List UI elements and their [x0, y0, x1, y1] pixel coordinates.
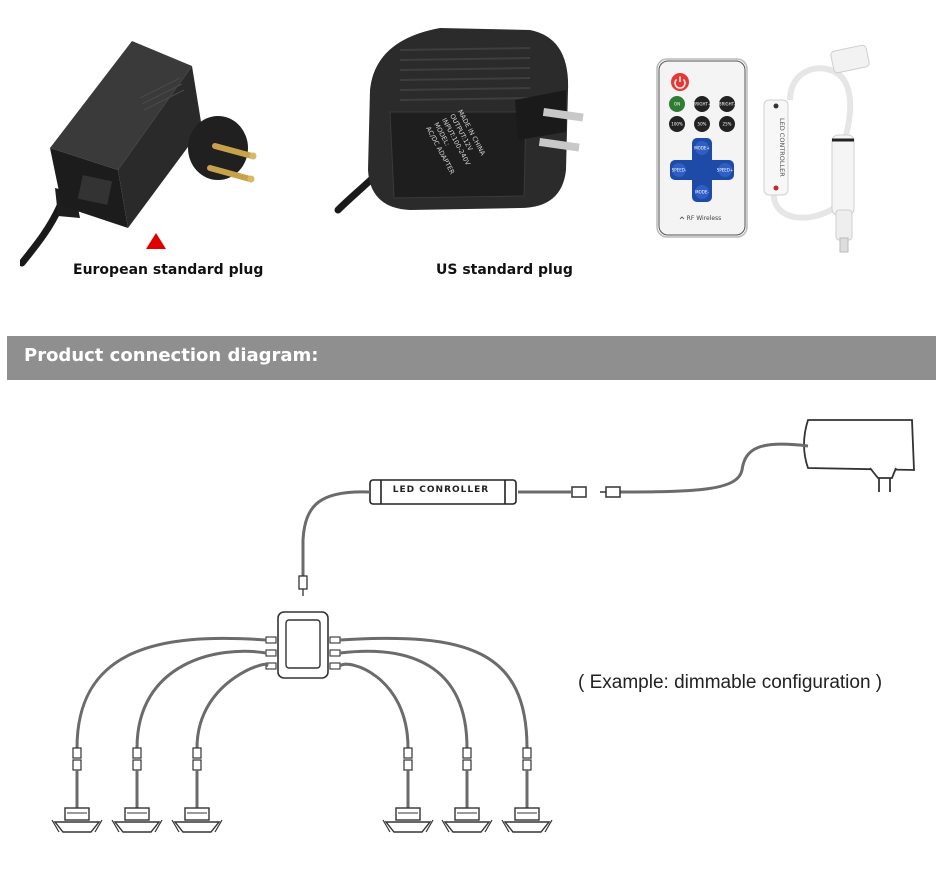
downlight-fixture — [441, 747, 493, 833]
branch-cable — [338, 662, 410, 749]
connection-diagram — [51, 419, 915, 833]
svg-text:BRIGHT+: BRIGHT+ — [693, 102, 712, 107]
hub-port-left — [265, 649, 277, 657]
mini-controller-label: LED CONTROLLER — [778, 118, 786, 177]
dc-connector-female — [571, 486, 587, 498]
hub-port-left — [265, 636, 277, 644]
svg-text:50%: 50% — [698, 122, 707, 127]
svg-text:100%: 100% — [671, 122, 683, 127]
eu-plug-adapter-image — [20, 41, 257, 267]
branch-cable — [339, 649, 469, 749]
downlight-fixture — [51, 747, 103, 833]
svg-text:SPEED+: SPEED+ — [717, 168, 733, 173]
branch-cable — [195, 662, 269, 749]
remote-key-50[interactable]: 50% — [694, 116, 710, 132]
power-button[interactable] — [671, 73, 689, 91]
remote-key-mode-down[interactable]: MODE- — [695, 185, 709, 199]
remote-key-on[interactable]: ON — [669, 96, 685, 112]
remote-key-mode-up[interactable]: MODE+ — [694, 141, 710, 155]
hub-port-right — [329, 662, 341, 670]
remote-key-speed-down[interactable]: SPEED- — [672, 163, 687, 177]
branch-cable — [339, 636, 529, 749]
downlight-fixture — [382, 747, 434, 833]
downlight-fixture — [171, 747, 223, 833]
warning-triangle-icon — [146, 233, 166, 249]
eu-plug-caption: European standard plug — [73, 262, 264, 278]
example-note: ( Example: dimmable configuration ) — [578, 672, 883, 693]
downlight-fixture — [501, 747, 553, 833]
remote-key-25[interactable]: 25% — [719, 116, 735, 132]
remote-key-speed-up[interactable]: SPEED+ — [717, 163, 733, 177]
wifi-icon — [679, 216, 685, 220]
svg-text:MODE-: MODE- — [695, 190, 709, 195]
power-adapter — [803, 419, 915, 492]
section-title: Product connection diagram: — [24, 345, 319, 366]
adapter-cable — [619, 442, 809, 494]
us-plug-adapter-image: AC/DC ADAPTER MODEL: INPUT:100-240V OUTP… — [334, 28, 584, 214]
hub-port-right — [329, 649, 341, 657]
hub-port-right — [329, 636, 341, 644]
controller-cable — [301, 490, 371, 576]
us-plug-caption: US standard plug — [436, 262, 573, 278]
branch-cable — [135, 649, 267, 749]
svg-text:25%: 25% — [723, 122, 732, 127]
svg-text:SPEED-: SPEED- — [672, 168, 687, 173]
downlight-fixture — [111, 747, 163, 833]
svg-text:MODE+: MODE+ — [694, 146, 710, 151]
svg-text:ON: ON — [674, 102, 680, 107]
section-banner: Product connection diagram: — [7, 336, 936, 380]
rf-wireless-label: RF Wireless — [687, 215, 722, 222]
led-controller-label: LED CONROLLER — [392, 485, 490, 495]
remote-key-bright-up[interactable]: BRIGHT+ — [693, 96, 712, 112]
rf-remote-image: ON BRIGHT+ BRIGHT- 100% 50% 25% MODE+ SP… — [656, 58, 748, 238]
svg-text:BRIGHT-: BRIGHT- — [719, 102, 736, 107]
mini-led-controller-image: LED CONTROLLER — [763, 44, 870, 253]
remote-key-100[interactable]: 100% — [669, 116, 685, 132]
branch-cable — [75, 636, 267, 749]
dc-connector-male — [600, 486, 621, 498]
remote-key-bright-down[interactable]: BRIGHT- — [719, 96, 736, 112]
